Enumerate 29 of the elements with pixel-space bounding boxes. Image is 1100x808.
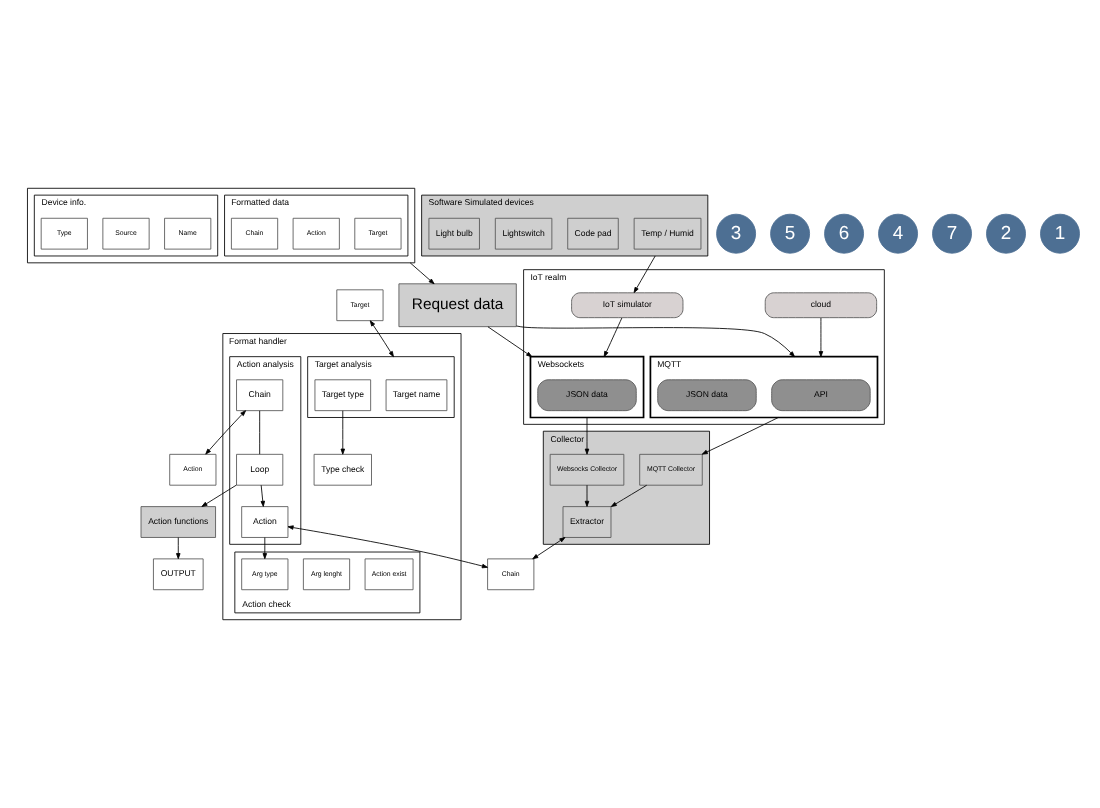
arrow bbox=[205, 410, 246, 455]
arrow bbox=[260, 484, 265, 507]
arrow bbox=[516, 325, 795, 358]
arrow bbox=[201, 484, 237, 507]
arrow bbox=[487, 326, 533, 358]
arrow bbox=[584, 484, 590, 507]
node-circle: 2 bbox=[986, 213, 1026, 254]
cluster bbox=[27, 187, 416, 264]
node-circle: 6 bbox=[824, 213, 864, 254]
node-circle: 3 bbox=[716, 213, 757, 254]
arrow bbox=[633, 255, 656, 294]
connector bbox=[259, 410, 261, 455]
arrow bbox=[369, 320, 394, 358]
arrow bbox=[176, 537, 181, 560]
arrow bbox=[584, 417, 590, 455]
arrow bbox=[818, 317, 824, 358]
arrow bbox=[610, 484, 648, 507]
arrow bbox=[603, 317, 623, 358]
node-circle: 5 bbox=[770, 213, 810, 254]
arrow bbox=[532, 537, 566, 560]
arrow bbox=[701, 417, 779, 455]
arrow bbox=[287, 525, 488, 569]
arrow bbox=[409, 262, 435, 285]
node-circle: 1 bbox=[1040, 213, 1080, 254]
node-box: Request data bbox=[398, 283, 517, 328]
node-circle: 4 bbox=[878, 213, 918, 254]
node-circle: 7 bbox=[932, 213, 972, 254]
arrow bbox=[340, 410, 345, 455]
arrow bbox=[262, 537, 268, 560]
